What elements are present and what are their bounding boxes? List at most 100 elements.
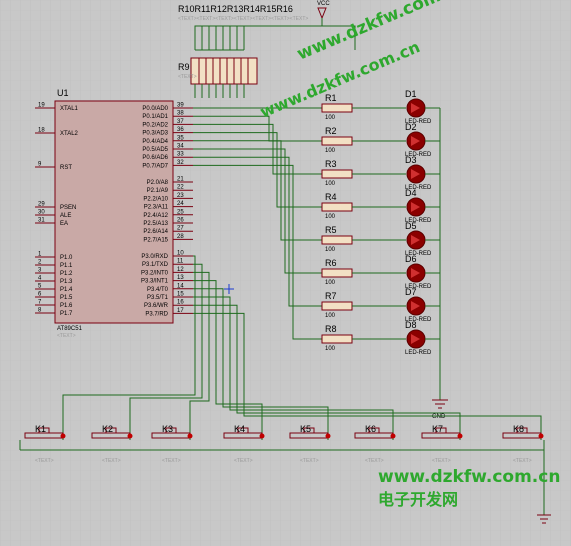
resistor-label: R6 — [325, 258, 337, 268]
key-text: <TEXT> — [35, 458, 54, 464]
u1-left-pin-number: 6 — [38, 292, 42, 298]
key-text: <TEXT> — [432, 458, 451, 464]
u1-right-pin-number: 37 — [177, 119, 184, 125]
u1-left-pin-name: ALE — [60, 213, 71, 219]
resistor-r9[interactable] — [190, 57, 258, 85]
resistor-value: 100 — [325, 280, 336, 286]
r9-text: <TEXT> — [178, 74, 197, 80]
vcc-terminal[interactable]: VCC — [317, 1, 330, 20]
u1-left-pin-name: P1.2 — [60, 271, 73, 277]
u1-left-pin-name: P1.6 — [60, 303, 73, 309]
resistor-body[interactable] — [321, 103, 353, 113]
p0-to-resistor-wire — [193, 156, 322, 307]
key-text: <TEXT> — [513, 458, 532, 464]
key-contact-icon — [538, 433, 544, 439]
u1-left-pin-number: 8 — [38, 308, 42, 314]
u1-right-pin-name: P0.1/AD1 — [142, 114, 168, 120]
led-type: LED-RED — [405, 251, 432, 257]
resistor-body[interactable] — [321, 334, 353, 344]
led-label: D7 — [405, 287, 417, 297]
u1-left-pin-name: PSEN — [60, 205, 76, 211]
u1-left-pin-number: 5 — [38, 284, 42, 290]
u1-right-pin-name: P3.3/INT1 — [141, 279, 169, 285]
resistor-body[interactable] — [321, 301, 353, 311]
u1-left-pin-name: P1.7 — [60, 311, 73, 317]
pullup-wires — [201, 26, 245, 50]
p3-to-key-wire — [193, 312, 542, 440]
key-plunger — [516, 427, 528, 433]
led-type: LED-RED — [405, 317, 432, 323]
led-arrow-icon — [411, 202, 420, 212]
resistor-label: R1 — [325, 93, 337, 103]
vcc-branch-wire — [322, 25, 356, 50]
u1-chip-body[interactable] — [54, 100, 174, 324]
gnd-symbol[interactable] — [432, 399, 448, 409]
resistor-value: 100 — [325, 214, 336, 220]
resistor-label: R5 — [325, 225, 337, 235]
u1-left-pin-name: P1.0 — [60, 255, 73, 261]
resistor-array-text: <TEXT><TEXT><TEXT><TEXT><TEXT><TEXT><TEX… — [178, 16, 308, 22]
resistor-body[interactable] — [321, 268, 353, 278]
p3-to-key-wire — [129, 263, 203, 440]
key-contact-icon — [60, 433, 66, 439]
u1-right-pin-name: P2.3/A11 — [144, 205, 169, 211]
u1-label: U1 — [57, 88, 69, 98]
watermark-bottom-cn: 电子开发网 — [378, 490, 458, 509]
resistor-label: R7 — [325, 291, 337, 301]
gnd-label: GND — [432, 414, 446, 420]
u1-right-pin-number: 33 — [177, 152, 184, 158]
key-label: K4 — [234, 424, 245, 434]
key-text: <TEXT> — [300, 458, 319, 464]
u1-right-pin-number: 22 — [177, 185, 184, 191]
key-plunger — [435, 427, 447, 433]
resistor-body[interactable] — [321, 136, 353, 146]
u1-left-pin-number: 18 — [38, 128, 45, 134]
u1-right-pin-number: 24 — [177, 201, 184, 207]
led-type: LED-RED — [405, 218, 432, 224]
led-label: D1 — [405, 89, 417, 99]
resistor-body[interactable] — [321, 235, 353, 245]
key-contact-icon — [187, 433, 193, 439]
key-contact-icon — [390, 433, 396, 439]
led-arrow-icon — [411, 268, 420, 278]
r9-label: R9 — [178, 62, 190, 72]
resistor-body[interactable] — [321, 202, 353, 212]
key-plunger — [165, 427, 177, 433]
led-arrow-icon — [411, 169, 420, 179]
u1-right-pin-number: 15 — [177, 292, 184, 298]
resistor-label: R3 — [325, 159, 337, 169]
key-text: <TEXT> — [102, 458, 121, 464]
resistor-value: 100 — [325, 115, 336, 121]
u1-right-pin-number: 26 — [177, 218, 184, 224]
resistor-body[interactable] — [321, 169, 353, 179]
bottom-gnd-symbol[interactable] — [537, 514, 551, 524]
u1-right-pin-name: P0.2/AD2 — [142, 122, 168, 128]
p3-to-key-wire — [189, 271, 210, 440]
p0-to-resistor-wire — [193, 132, 322, 208]
u1-right-pin-name: P3.0/RXD — [141, 254, 168, 260]
u1-right-pin-name: P0.7/AD7 — [142, 163, 168, 169]
p3-to-key-wire — [193, 304, 461, 440]
key-label: K2 — [102, 424, 113, 434]
resistor-value: 100 — [325, 313, 336, 319]
u1-right-pin-name: P0.4/AD4 — [142, 139, 168, 145]
resistor-value: 100 — [325, 247, 336, 253]
u1-left-pin-name: EA — [60, 221, 68, 227]
u1-right-pin-number: 13 — [177, 275, 184, 281]
resistor-value: 100 — [325, 346, 336, 352]
p0-to-resistor-wire — [193, 115, 322, 142]
u1-right-pin-name: P2.7/A15 — [143, 237, 168, 243]
key-contact-icon — [325, 433, 331, 439]
led-label: D5 — [405, 221, 417, 231]
p0-to-resistor-wire — [193, 164, 322, 340]
p3-to-key-wire — [62, 255, 196, 440]
u1-left-pin-name: P1.4 — [60, 287, 73, 293]
key-contact-icon — [127, 433, 133, 439]
led-type: LED-RED — [405, 350, 432, 356]
u1-right-pin-name: P2.4/A12 — [143, 213, 168, 219]
resistor-label: R4 — [325, 192, 337, 202]
key-row: K1<TEXT>K2<TEXT>K3<TEXT>K4<TEXT>K5<TEXT>… — [20, 255, 544, 464]
key-contact-icon — [457, 433, 463, 439]
u1-right-pin-number: 34 — [177, 144, 184, 150]
probe-crosshair-icon[interactable] — [224, 284, 234, 294]
